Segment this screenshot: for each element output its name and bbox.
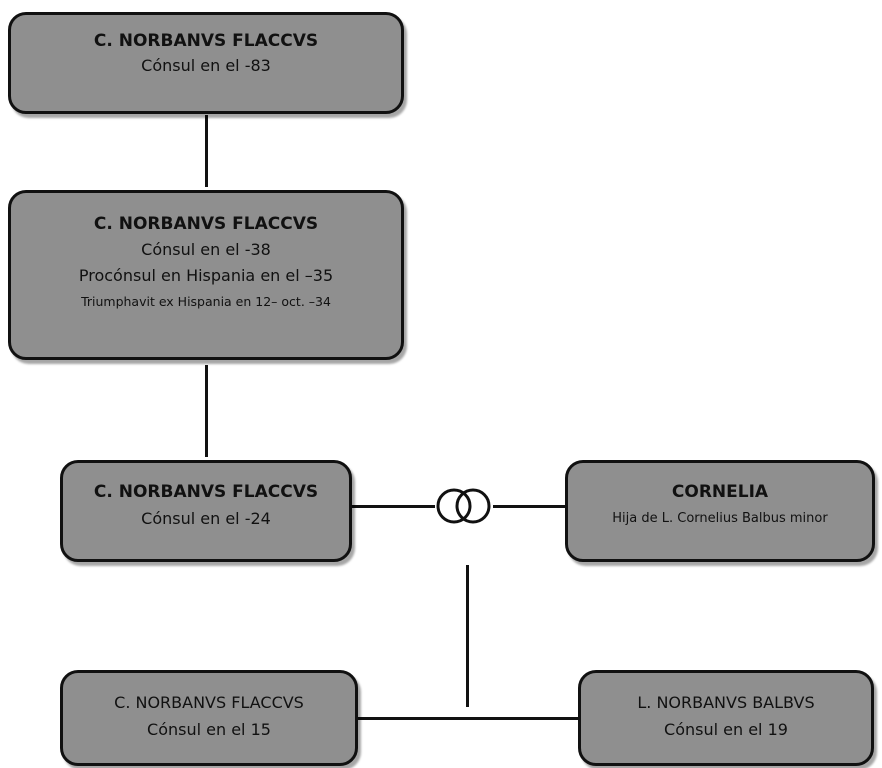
person-detail-line: Hija de L. Cornelius Balbus minor <box>612 511 828 526</box>
person-name: C. NORBANVS FLACCVS <box>93 214 319 234</box>
interlocked-rings-icon <box>436 488 491 524</box>
person-detail-line: Cónsul en el -38 <box>141 240 271 259</box>
person-name: CORNELIA <box>671 482 769 502</box>
person-detail-line: Procónsul en Hispania en el –35 <box>78 266 334 285</box>
person-node-gen3: C. NORBANVS FLACCVS Cónsul en el -24 <box>60 460 352 562</box>
connector-gen2-gen3 <box>205 365 208 457</box>
person-name: C. NORBANVS FLACCVS <box>93 31 319 51</box>
person-node-gen2: C. NORBANVS FLACCVS Cónsul en el -38 Pro… <box>8 190 404 360</box>
person-name: L. NORBANVS BALBVS <box>637 693 815 712</box>
children-line <box>358 717 580 720</box>
marriage-line-left <box>352 505 435 508</box>
person-detail-line: Cónsul en el 15 <box>147 720 271 739</box>
descent-line <box>466 565 469 707</box>
person-name: C. NORBANVS FLACCVS <box>93 482 319 502</box>
connector-gen1-gen2 <box>205 115 208 187</box>
person-detail-line: Cónsul en el -24 <box>141 509 271 528</box>
person-detail-line: Cónsul en el -83 <box>141 56 271 75</box>
person-node-child1: C. NORBANVS FLACCVS Cónsul en el 15 <box>60 670 358 766</box>
person-name: C. NORBANVS FLACCVS <box>114 693 304 712</box>
person-node-gen1: C. NORBANVS FLACCVS Cónsul en el -83 <box>8 12 404 114</box>
person-detail-line: Triumphavit ex Hispania en 12– oct. –34 <box>81 294 331 309</box>
marriage-line-right <box>493 505 566 508</box>
person-detail-line: Cónsul en el 19 <box>664 720 788 739</box>
person-node-child2: L. NORBANVS BALBVS Cónsul en el 19 <box>578 670 874 766</box>
person-node-spouse: CORNELIA Hija de L. Cornelius Balbus min… <box>565 460 875 562</box>
